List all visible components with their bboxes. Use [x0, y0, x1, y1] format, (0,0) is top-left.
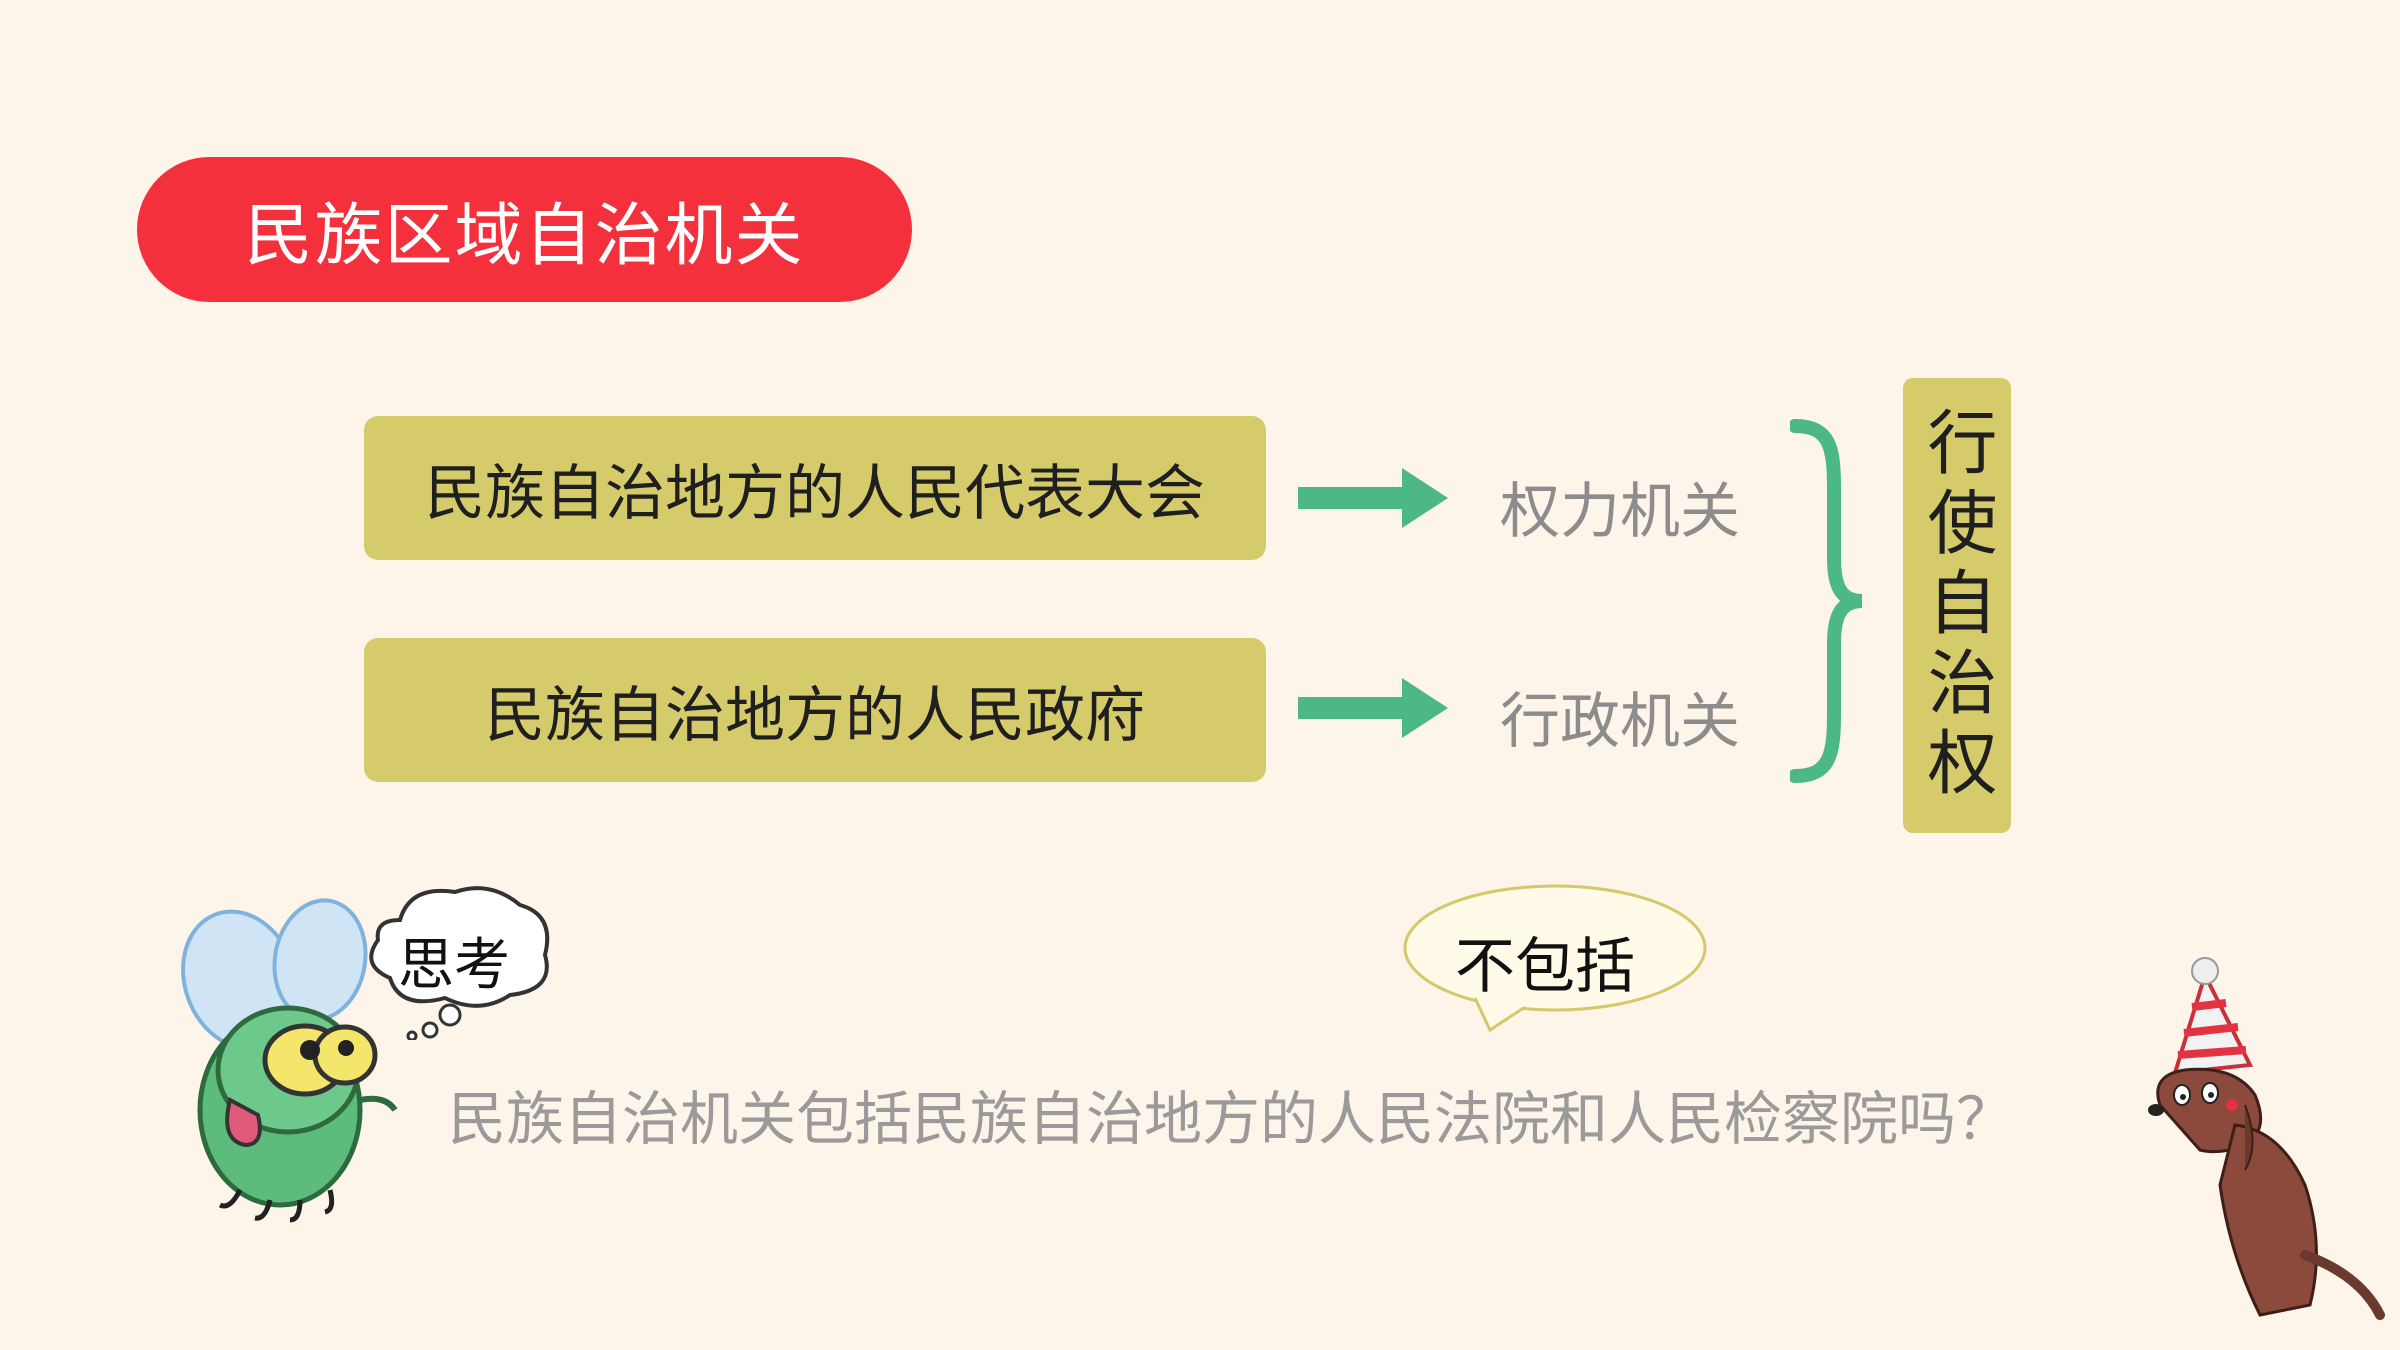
section-title-pill: 民族区域自治机关: [137, 157, 912, 302]
dog-mascot-icon: [2148, 957, 2385, 1320]
organ-label-power: 权力机关: [1500, 477, 1740, 547]
speech-bubble-icon: [1403, 884, 1707, 1033]
think-label: 思考: [398, 933, 510, 998]
curly-brace-icon: [1790, 419, 1863, 783]
right-arrow-icon: [1298, 468, 1448, 528]
organ-label-administrative: 行政机关: [1500, 687, 1740, 757]
body-label-government: 民族自治地方的人民政府: [485, 680, 1145, 751]
right-arrow-icon: [1298, 678, 1448, 738]
body-box-congress: 民族自治地方的人民代表大会: [364, 416, 1266, 560]
thought-cloud-icon: [369, 886, 550, 1040]
section-title: 民族区域自治机关: [244, 197, 805, 276]
speech-label: 不包括: [1455, 932, 1635, 1002]
body-box-government: 民族自治地方的人民政府: [364, 638, 1266, 782]
question-text: 民族自治机关包括民族自治地方的人民法院和人民检察院吗？: [448, 1085, 2015, 1153]
exercise-autonomy-label: 行使自治权: [1916, 405, 1998, 806]
fly-mascot-icon: [181, 898, 398, 1223]
body-label-congress: 民族自治地方的人民代表大会: [425, 458, 1205, 529]
exercise-autonomy-box: 行使自治权: [1903, 378, 2011, 833]
